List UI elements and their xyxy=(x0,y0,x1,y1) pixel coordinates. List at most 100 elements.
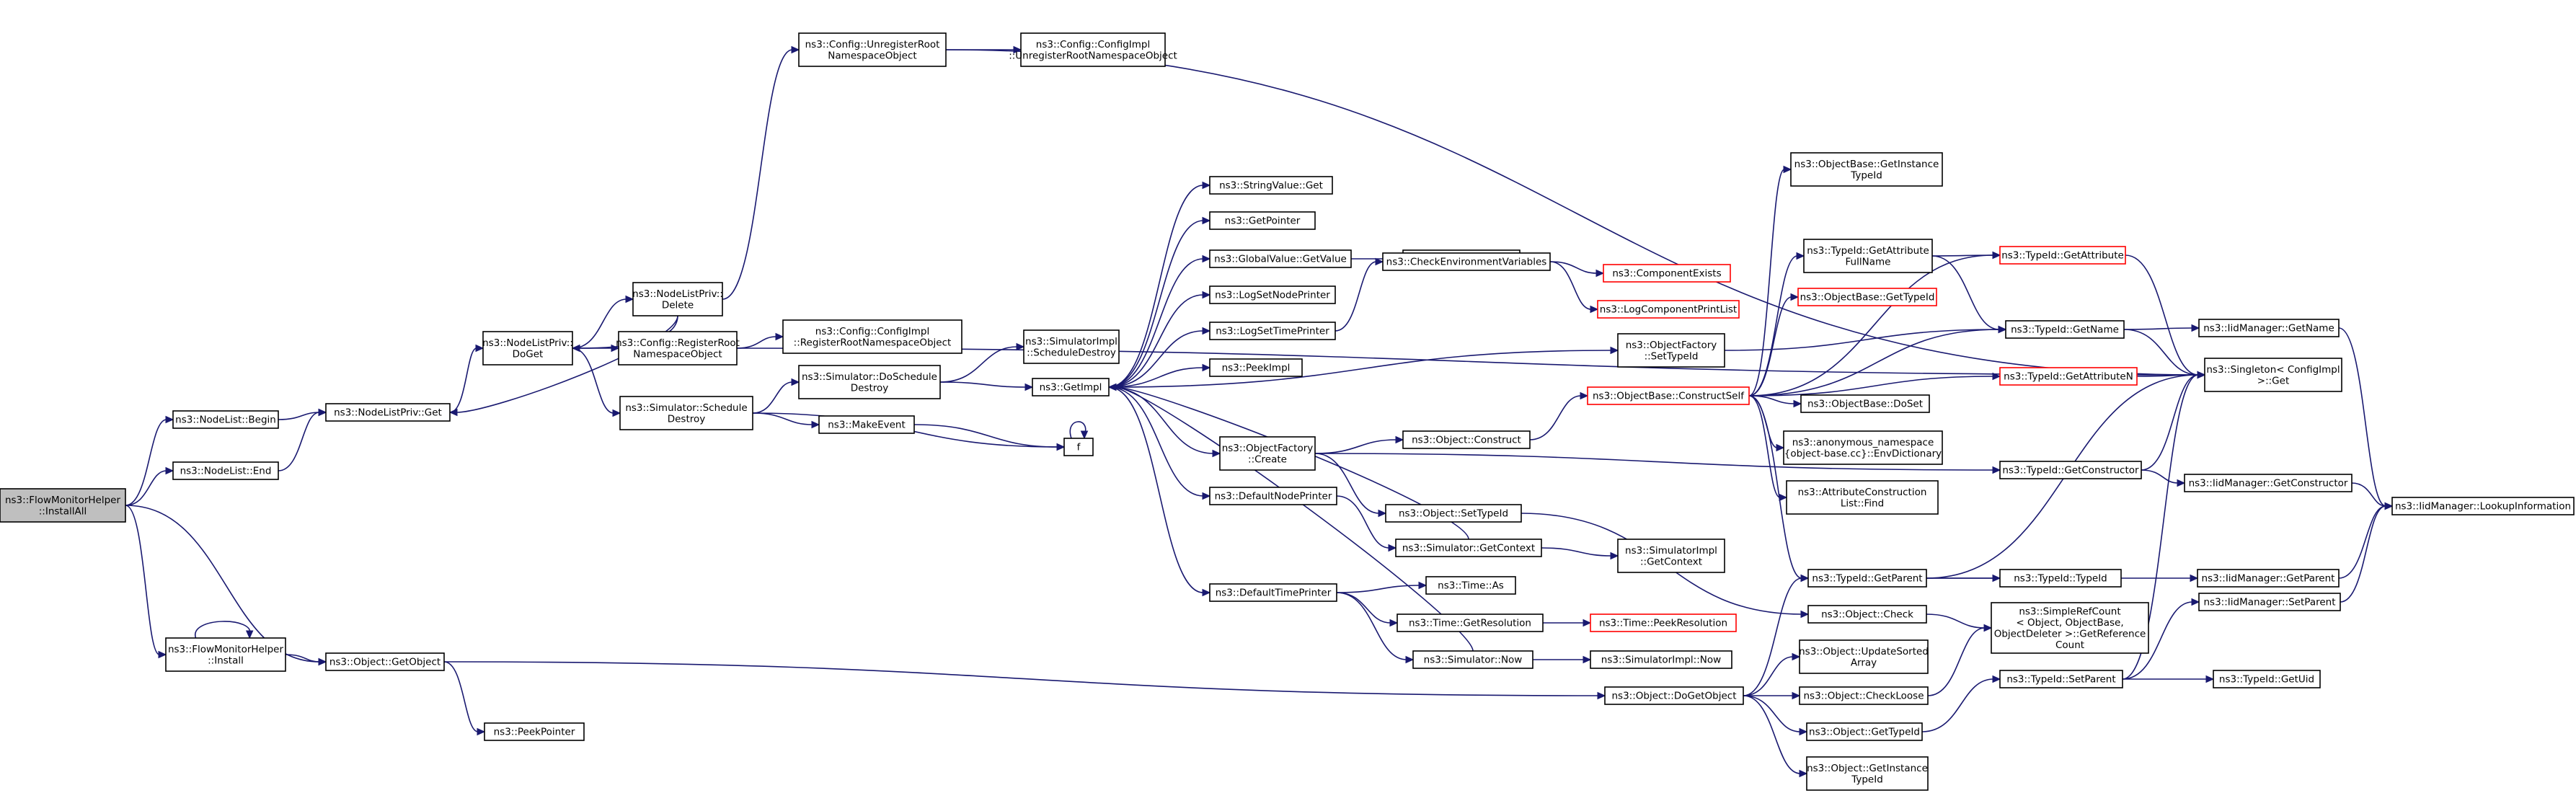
node-iidmanager-getparent[interactable]: ns3::IidManager::GetParent xyxy=(2197,569,2340,588)
node-configimpl-unregisterroot[interactable]: ns3::Config::ConfigImpl::UnregisterRootN… xyxy=(1009,32,1177,67)
edge-fmh_installall-to-fmh_install xyxy=(125,505,167,659)
edge-getimpl-to-defaulttimeprinter xyxy=(1108,386,1211,597)
node-simulatorimpl-now[interactable]: ns3::SimulatorImpl::Now xyxy=(1590,650,1732,669)
node-object-gettypeid[interactable]: ns3::Object::GetTypeId xyxy=(1806,722,1923,741)
arrowhead xyxy=(1998,325,2007,334)
node-object-settypeid[interactable]: ns3::Object::SetTypeId xyxy=(1385,504,1522,523)
node-anon-envdictionary[interactable]: ns3::anonymous_namespace{object-base.cc}… xyxy=(1783,430,1943,465)
node-time-peekresolution[interactable]: ns3::Time::PeekResolution xyxy=(1590,613,1737,632)
edge-iidmanager_setparent-to-iidmanager_lookupinformation xyxy=(2340,502,2394,603)
node-iidmanager-getconstructor[interactable]: ns3::IidManager::GetConstructor xyxy=(2184,474,2353,492)
node-box xyxy=(1020,32,1166,67)
node-object-check[interactable]: ns3::Object::Check xyxy=(1807,605,1927,624)
node-typeid-getattributen[interactable]: ns3::TypeId::GetAttributeN xyxy=(1999,367,2138,386)
node-simulatorimpl-getcontext[interactable]: ns3::SimulatorImpl::GetContext xyxy=(1617,539,1725,573)
node-simulatorimpl-scheduledestroy[interactable]: ns3::SimulatorImpl::ScheduleDestroy xyxy=(1023,329,1120,364)
node-nodelistpriv-doget[interactable]: ns3::NodeListPriv::DoGet xyxy=(482,331,573,366)
edge-fmh_installall-to-nodelist_begin xyxy=(125,415,174,506)
node-typeid-setparent[interactable]: ns3::TypeId::SetParent xyxy=(1999,670,2123,688)
node-object-construct[interactable]: ns3::Object::Construct xyxy=(1402,430,1531,449)
node-typeid-typeid[interactable]: ns3::TypeId::TypeId xyxy=(1999,569,2122,588)
node-box xyxy=(1425,576,1516,595)
node-box xyxy=(1032,378,1110,396)
node-object-dogetobject[interactable]: ns3::Object::DoGetObject xyxy=(1604,686,1744,705)
node-checkenvvars[interactable]: ns3::CheckEnvironmentVariables xyxy=(1382,252,1551,271)
node-defaultnodeprinter[interactable]: ns3::DefaultNodePrinter xyxy=(1209,487,1337,505)
node-simulator-now[interactable]: ns3::Simulator::Now xyxy=(1412,650,1533,669)
node-f[interactable]: f xyxy=(1063,438,1094,456)
node-typeid-getattribute[interactable]: ns3::TypeId::GetAttribute xyxy=(1999,246,2126,265)
node-getpointer[interactable]: ns3::GetPointer xyxy=(1209,211,1316,230)
node-config-registerroot[interactable]: ns3::Config::RegisterRootNamespaceObject xyxy=(616,331,740,366)
node-box xyxy=(325,403,451,422)
node-objectbase-gettypeid[interactable]: ns3::ObjectBase::GetTypeId xyxy=(1797,288,1937,306)
node-configimpl-registerroot[interactable]: ns3::Config::ConfigImpl::RegisterRootNam… xyxy=(782,319,962,354)
arrowhead xyxy=(1992,372,2001,381)
edge-getimpl-to-getpointer xyxy=(1108,216,1211,388)
node-peekimpl[interactable]: ns3::PeekImpl xyxy=(1209,358,1303,377)
node-label-line: ns3::ObjectFactory xyxy=(1626,340,1717,351)
node-label-line: ns3::Object::GetInstance xyxy=(1807,763,1928,774)
node-box xyxy=(1402,430,1531,449)
node-defaulttimeprinter[interactable]: ns3::DefaultTimePrinter xyxy=(1209,583,1337,602)
node-typeid-getname[interactable]: ns3::TypeId::GetName xyxy=(2005,320,2125,339)
node-box xyxy=(1412,650,1533,669)
node-time-getresolution[interactable]: ns3::Time::GetResolution xyxy=(1397,613,1544,632)
node-iidmanager-setparent[interactable]: ns3::IidManager::SetParent xyxy=(2198,593,2341,611)
node-nodelistpriv-delete[interactable]: ns3::NodeListPriv::Delete xyxy=(632,282,723,316)
node-peekpointer[interactable]: ns3::PeekPointer xyxy=(484,722,585,741)
node-objectfactory-create[interactable]: ns3::ObjectFactory::Create xyxy=(1219,436,1316,471)
node-logsetnodeprinter[interactable]: ns3::LogSetNodePrinter xyxy=(1209,285,1336,304)
node-stringvalue-get[interactable]: ns3::StringValue::Get xyxy=(1209,176,1333,195)
node-objectbase-doset[interactable]: ns3::ObjectBase::DoSet xyxy=(1800,394,1930,413)
node-getimpl[interactable]: ns3::GetImpl xyxy=(1032,378,1110,396)
node-globalvalue-getvalue[interactable]: ns3::GlobalValue::GetValue xyxy=(1209,249,1352,268)
node-label-line: ::SetTypeId xyxy=(1645,350,1699,362)
edge-defaulttimeprinter-to-time_as xyxy=(1336,581,1428,593)
node-fmh-install[interactable]: ns3::FlowMonitorHelper::Install xyxy=(165,637,286,672)
node-typeid-getuid[interactable]: ns3::TypeId::GetUid xyxy=(2213,670,2321,688)
node-simulator-getcontext[interactable]: ns3::Simulator::GetContext xyxy=(1395,539,1542,557)
node-simulator-scheduledestroy[interactable]: ns3::Simulator::ScheduleDestroy xyxy=(619,396,753,430)
node-logsettimeprinter[interactable]: ns3::LogSetTimePrinter xyxy=(1209,322,1336,340)
node-fmh-installall[interactable]: ns3::FlowMonitorHelper::InstallAll xyxy=(0,488,126,523)
edge-simulator_getcontext-to-simulatorimpl_getcontext xyxy=(1541,547,1619,560)
node-logcomponentprintlist[interactable]: ns3::LogComponentPrintList xyxy=(1597,300,1740,319)
edge-object_dogetobject-to-object_checkloose xyxy=(1743,691,1801,700)
node-time-as[interactable]: ns3::Time::As xyxy=(1425,576,1516,595)
node-makeevent[interactable]: ns3::MakeEvent xyxy=(818,415,915,434)
node-box xyxy=(1385,504,1522,523)
edge-checkenvvars-to-logcomponentprintlist xyxy=(1549,261,1599,314)
node-singleton-get[interactable]: ns3::Singleton< ConfigImpl >::Get xyxy=(2204,358,2342,392)
edge-nodelistpriv_delete-to-nodelistpriv_get xyxy=(448,315,678,417)
node-label-line: >::Get xyxy=(2257,375,2289,386)
node-typeid-getconstructor[interactable]: ns3::TypeId::GetConstructor xyxy=(1999,461,2142,479)
node-object-getobject[interactable]: ns3::Object::GetObject xyxy=(325,652,445,671)
node-simplerefcount[interactable]: ns3::SimpleRefCount< Object, ObjectBase,… xyxy=(1991,602,2149,654)
node-typeid-getparent[interactable]: ns3::TypeId::GetParent xyxy=(1807,569,1927,588)
arrowhead xyxy=(1202,254,1211,263)
node-label-line: ns3::TypeId::GetConstructor xyxy=(2002,465,2139,477)
node-objectbase-constructself[interactable]: ns3::ObjectBase::ConstructSelf xyxy=(1587,386,1750,405)
node-config-unregisterroot[interactable]: ns3::Config::UnregisterRootNamespaceObje… xyxy=(798,32,947,67)
node-iidmanager-lookupinformation[interactable]: ns3::IidManager::LookupInformation xyxy=(2391,497,2575,515)
node-nodelist-begin[interactable]: ns3::NodeList::Begin xyxy=(172,410,279,429)
node-componentexists[interactable]: ns3::ComponentExists xyxy=(1603,264,1731,283)
node-objectfactory-settypeid[interactable]: ns3::ObjectFactory::SetTypeId xyxy=(1617,333,1725,368)
node-box xyxy=(2213,670,2321,688)
node-box xyxy=(2198,593,2341,611)
arrowhead xyxy=(1800,574,1810,582)
node-object-checkloose[interactable]: ns3::Object::CheckLoose xyxy=(1799,686,1929,705)
node-iidmanager-getname[interactable]: ns3::IidManager::GetName xyxy=(2198,319,2340,337)
node-nodelist-end[interactable]: ns3::NodeList::End xyxy=(172,461,279,480)
node-box xyxy=(2391,497,2575,515)
arrowhead xyxy=(1389,619,1399,627)
node-nodelistpriv-get[interactable]: ns3::NodeListPriv::Get xyxy=(325,403,451,422)
edge-getimpl-to-stringvalue_get xyxy=(1108,181,1211,388)
